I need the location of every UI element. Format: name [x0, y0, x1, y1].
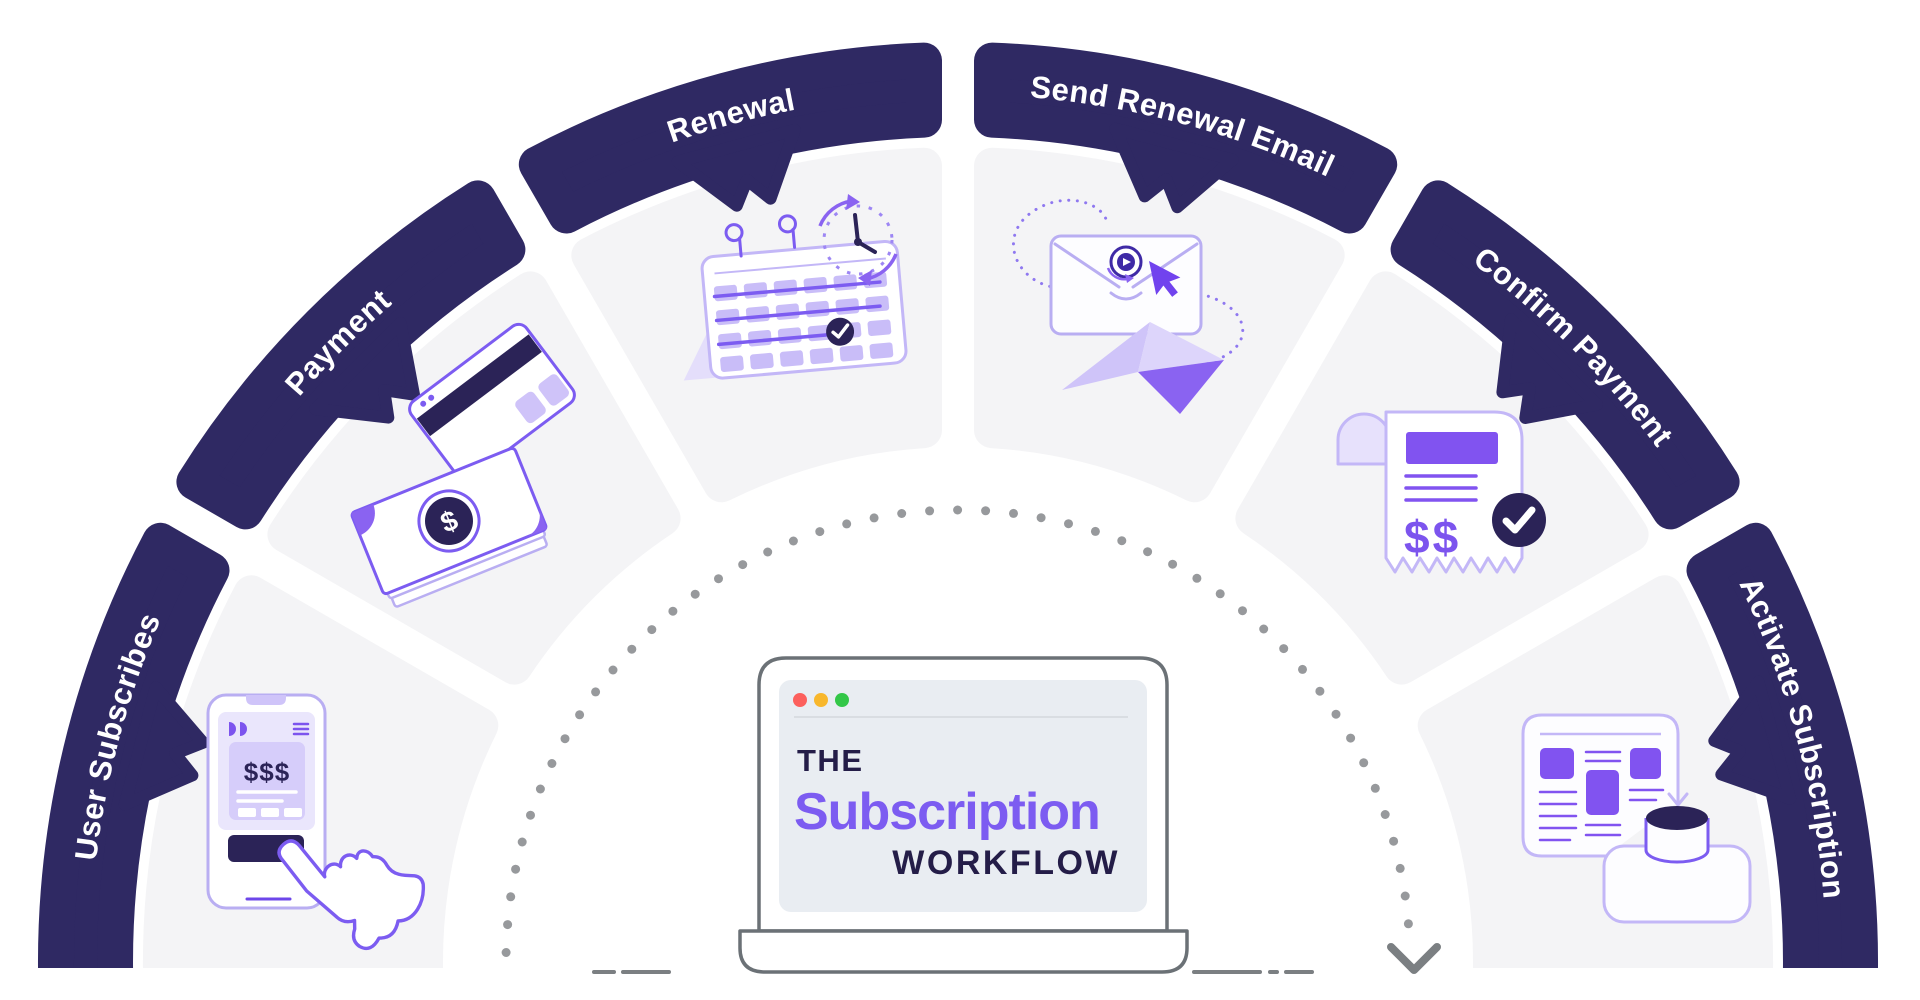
band-notch-icon [1109, 122, 1239, 214]
receipt-amount-text: $$ [1404, 511, 1461, 563]
band-notch-icon [309, 317, 420, 424]
laptop: THE Subscription WORKFLOW [738, 656, 1189, 974]
arrow-down-icon [1667, 792, 1689, 807]
card-money-icon: $ [350, 322, 576, 608]
band-notch-icon [118, 681, 210, 811]
envelope-icon [1049, 234, 1203, 336]
dotted-flow-arc [501, 505, 1413, 957]
receipt-check-icon: $$ [1336, 410, 1546, 574]
calendar-clock-icon [683, 194, 908, 381]
segment-band-4 [1390, 180, 1740, 530]
laptop-base [738, 929, 1189, 974]
phone-notch [246, 695, 286, 705]
segment-band-3 [974, 42, 1398, 234]
credit-card-icon [408, 322, 576, 482]
receipt-curl [1336, 412, 1392, 466]
traffic-light-green-icon [835, 693, 849, 707]
chevron-down-icon [1387, 943, 1441, 974]
band-notch-icon [671, 123, 801, 212]
phone-subscribe-icon: $$$ [206, 693, 425, 951]
paper-plane-icon [1062, 322, 1150, 390]
spiral-ring-icon [724, 223, 744, 243]
title-line1: THE [797, 743, 864, 778]
band-notch-icon [1708, 675, 1797, 805]
segment-band-2 [518, 42, 942, 234]
title-line3: WORKFLOW [892, 844, 1120, 882]
email-paper-plane-icon [1012, 198, 1245, 414]
menu-icon [292, 722, 310, 736]
tapping-hand-icon [277, 839, 425, 951]
money-stack-icon: $ [350, 446, 548, 608]
phone-price-text: $$$ [244, 757, 290, 787]
band-notch-icon [1496, 313, 1603, 424]
clock-icon [818, 194, 898, 286]
app-logo-icon [229, 722, 236, 736]
segment-band-notches [118, 122, 1797, 811]
traffic-light-red-icon [793, 693, 807, 707]
activate-button-icon [1521, 713, 1752, 924]
segment-band-1 [176, 180, 526, 530]
push-button-icon [1644, 818, 1710, 864]
cursor-icon [1149, 261, 1181, 297]
title-line2: Subscription [794, 783, 1100, 841]
browser-window [779, 680, 1147, 912]
traffic-light-yellow-icon [814, 693, 828, 707]
